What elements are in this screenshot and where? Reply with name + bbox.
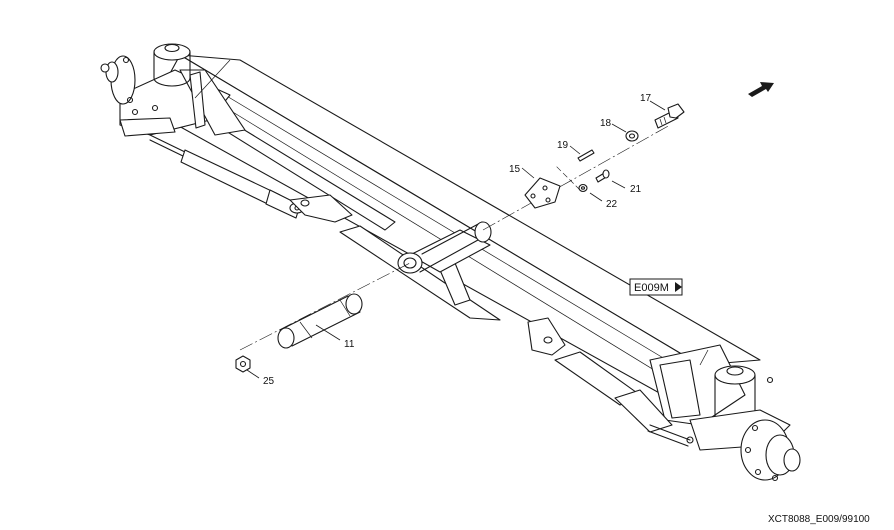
reference-label-text: E009M bbox=[634, 282, 669, 294]
nut-part-25 bbox=[235, 355, 251, 373]
callout-25: 25 bbox=[263, 376, 275, 387]
retainer-plate-part-15 bbox=[524, 177, 561, 209]
triangle-right-icon bbox=[675, 282, 682, 292]
washer-part-22 bbox=[578, 183, 588, 193]
reference-label[interactable]: E009M bbox=[629, 278, 683, 296]
drawing-code: XCT8088_E009/99100 bbox=[768, 514, 870, 525]
callout-21: 21 bbox=[630, 184, 642, 195]
callout-19: 19 bbox=[557, 140, 569, 151]
callout-11: 11 bbox=[344, 339, 355, 350]
callout-15: 15 bbox=[509, 164, 521, 175]
callout-17: 17 bbox=[640, 93, 652, 104]
front-direction-arrow-icon bbox=[748, 82, 774, 97]
pin-part-19 bbox=[577, 149, 595, 162]
screw-part-21 bbox=[595, 169, 610, 183]
callout-22: 22 bbox=[606, 199, 618, 210]
left-steering-cylinder bbox=[149, 134, 353, 223]
right-spindle-assembly bbox=[649, 344, 801, 482]
washer-part-18 bbox=[625, 130, 639, 142]
pivot-pin-part-11 bbox=[277, 293, 363, 349]
leader-lines bbox=[246, 100, 666, 379]
callout-18: 18 bbox=[600, 118, 612, 129]
pivot-tube bbox=[397, 221, 492, 274]
right-steering-cylinder bbox=[527, 317, 691, 447]
axle-beam bbox=[149, 54, 761, 411]
left-spindle-assembly bbox=[100, 43, 246, 137]
bolt-part-17 bbox=[654, 103, 685, 129]
